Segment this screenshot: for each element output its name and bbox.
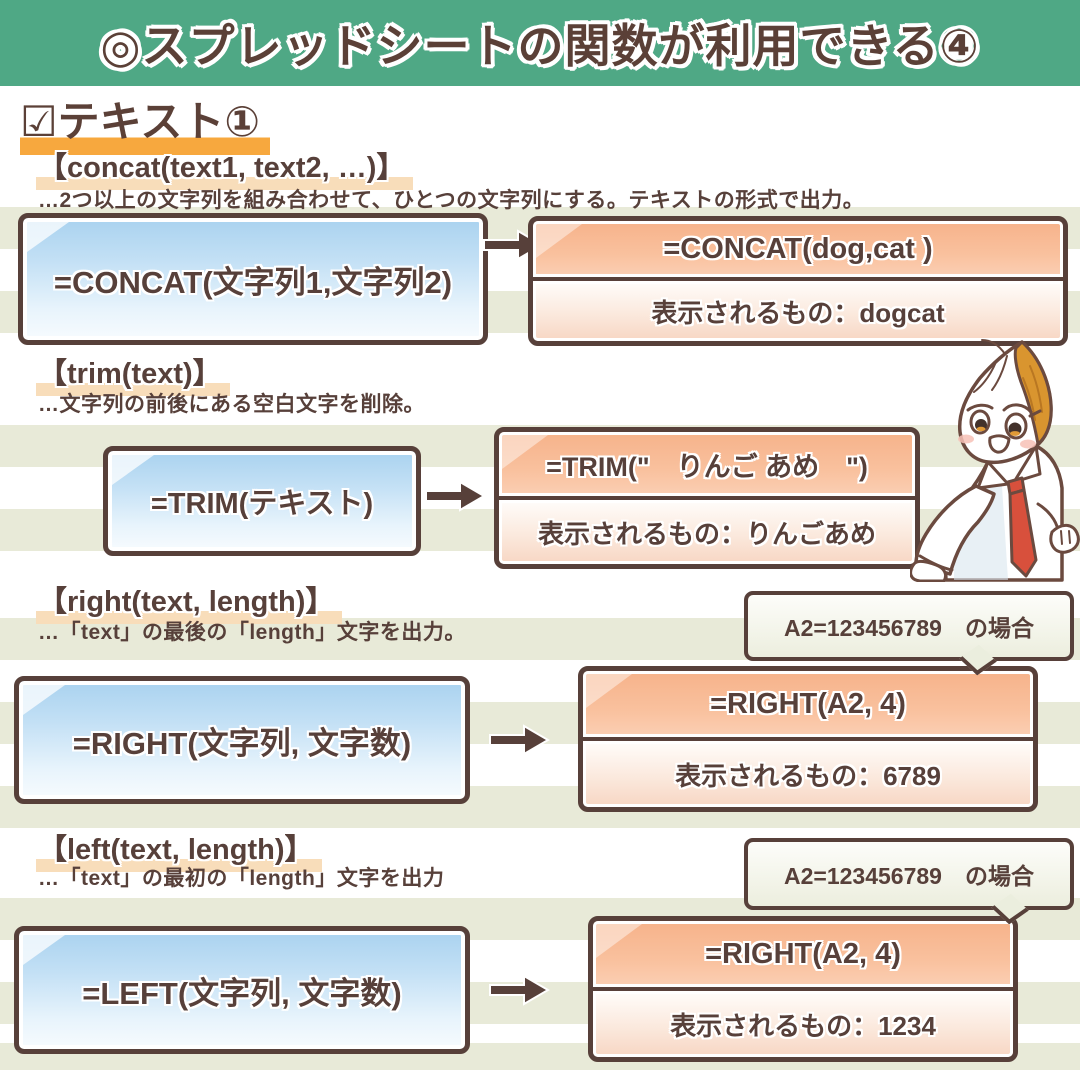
trim-result-cell: 表示されるもの：りんごあめ bbox=[499, 500, 915, 564]
right-example-cell: =RIGHT(A2, 4) bbox=[583, 671, 1033, 741]
trim-formula-text: =TRIM(テキスト) bbox=[150, 488, 374, 520]
arrow-right-icon bbox=[488, 972, 550, 1013]
trim-heading: 【trim(text)】 bbox=[36, 350, 230, 396]
right-description: …「text」の最後の「length」文字を出力。 bbox=[38, 621, 466, 644]
section-title-text: テキスト① bbox=[57, 98, 260, 145]
trim-formula-box: =TRIM(テキスト) bbox=[103, 446, 421, 556]
arrow-right-icon bbox=[488, 722, 550, 763]
trim-result-box: =TRIM(" りんご あめ ") 表示されるもの：りんごあめ bbox=[494, 427, 920, 569]
left-description: …「text」の最初の「length」文字を出力 bbox=[38, 867, 445, 890]
header-banner: ◎スプレッドシートの関数が利用できる④ bbox=[0, 0, 1080, 86]
page-title: ◎スプレッドシートの関数が利用できる④ bbox=[100, 20, 980, 72]
left-formula-text: =LEFT(文字列, 文字数) bbox=[82, 975, 402, 1011]
cat-character-illustration bbox=[910, 339, 1080, 582]
right-formula-text: =RIGHT(文字列, 文字数) bbox=[72, 725, 412, 761]
concat-result-cell: 表示されるもの：dogcat bbox=[533, 281, 1063, 341]
concat-heading: 【concat(text1, text2, …)】 bbox=[36, 144, 414, 190]
left-example-cell: =RIGHT(A2, 4) bbox=[593, 921, 1013, 991]
right-result-cell: 表示されるもの：6789 bbox=[583, 741, 1033, 807]
section-heading: ☑テキスト① bbox=[20, 88, 270, 155]
concat-example-cell: =CONCAT(dog,cat ) bbox=[533, 221, 1063, 281]
left-result-box: =RIGHT(A2, 4) 表示されるもの：1234 bbox=[588, 916, 1018, 1062]
trim-example-cell: =TRIM(" りんご あめ ") bbox=[499, 432, 915, 500]
right-result-box: =RIGHT(A2, 4) 表示されるもの：6789 bbox=[578, 666, 1038, 812]
left-heading: 【left(text, length)】 bbox=[36, 826, 322, 872]
trim-description: …文字列の前後にある空白文字を削除。 bbox=[38, 393, 425, 416]
checkbox-checked-icon: ☑ bbox=[20, 98, 58, 145]
left-formula-box: =LEFT(文字列, 文字数) bbox=[14, 926, 470, 1054]
left-result-cell: 表示されるもの：1234 bbox=[593, 991, 1013, 1057]
concat-formula-text: =CONCAT(文字列1,文字列2) bbox=[53, 264, 453, 300]
concat-description: …2つ以上の文字列を組み合わせて、ひとつの文字列にする。テキストの形式で出力。 bbox=[38, 189, 865, 212]
right-formula-box: =RIGHT(文字列, 文字数) bbox=[14, 676, 470, 804]
left-note-bubble: A2=123456789 の場合 bbox=[744, 838, 1074, 925]
concat-result-box: =CONCAT(dog,cat ) 表示されるもの：dogcat bbox=[528, 216, 1068, 346]
concat-formula-box: =CONCAT(文字列1,文字列2) bbox=[18, 213, 488, 345]
arrow-right-icon bbox=[424, 478, 486, 519]
right-heading: 【right(text, length)】 bbox=[36, 578, 343, 624]
right-note-bubble: A2=123456789 の場合 bbox=[744, 591, 1074, 676]
